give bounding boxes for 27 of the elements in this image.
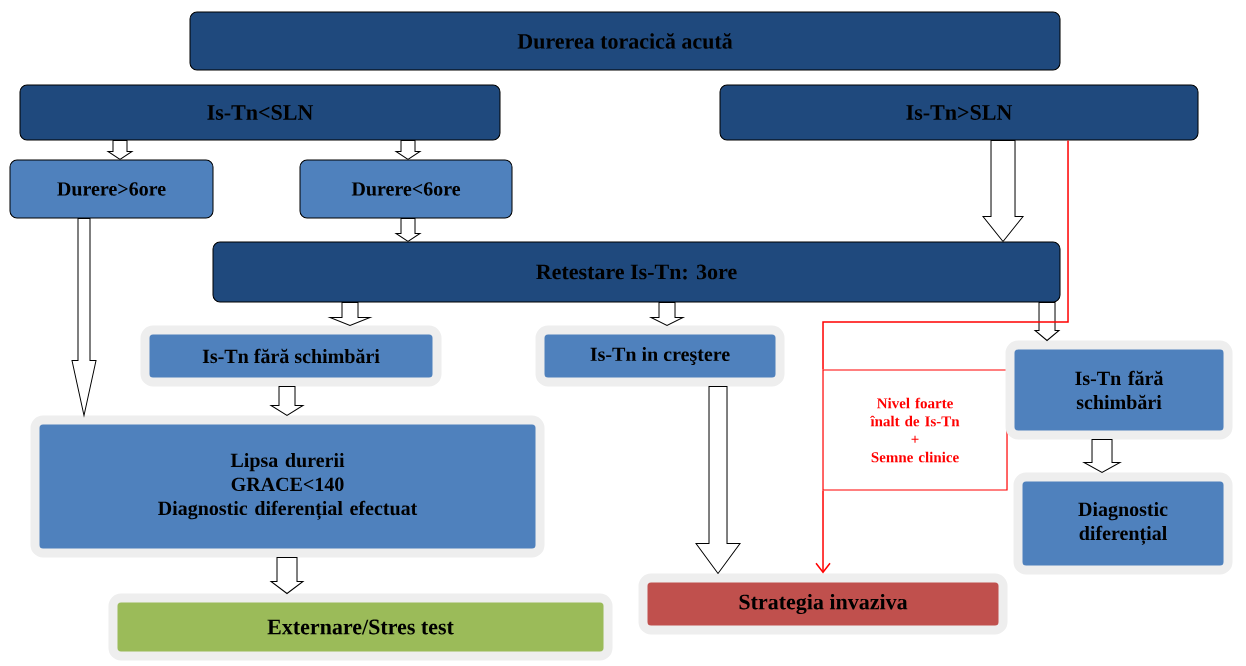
category-box: Is-Tn<SLN — [19, 84, 501, 141]
category-box: Is-Tn>SLN — [719, 84, 1199, 141]
result-box: Diagnostic diferențial — [1013, 472, 1233, 575]
block-arrow — [71, 218, 97, 416]
block-arrow — [107, 140, 133, 160]
process-box: Retestare Is-Tn: 3ore — [212, 241, 1061, 303]
outcome-box: Strategia invaziva — [638, 573, 1008, 635]
result-box: Is-Tn in creştere — [535, 325, 785, 387]
criteria-box: Lipsa durerii GRACE<140 Diagnostic diferențial efectuat — [30, 415, 545, 558]
title-box: Durerea toracică acută — [189, 11, 1061, 71]
process-box: Durere>6ore — [9, 159, 214, 219]
block-arrow — [1034, 302, 1060, 341]
condition-box: Nivel foarte înalt de Is-Tn + Semne clinice — [822, 369, 1008, 491]
result-box: Is-Tn fără schimbări — [1005, 340, 1233, 440]
block-arrow — [1083, 439, 1121, 473]
block-arrow — [650, 302, 684, 326]
block-arrow — [982, 140, 1024, 242]
process-box: Durere<6ore — [299, 159, 513, 219]
block-arrow — [270, 557, 304, 594]
block-arrow — [695, 386, 741, 574]
block-arrow — [395, 218, 421, 242]
result-box: Is-Tn fără schimbări — [140, 325, 442, 387]
connector-arrow — [815, 489, 831, 574]
outcome-box: Externare/Stres test — [108, 593, 613, 661]
block-arrow — [329, 302, 371, 326]
block-arrow — [395, 140, 421, 160]
block-arrow — [270, 386, 304, 416]
